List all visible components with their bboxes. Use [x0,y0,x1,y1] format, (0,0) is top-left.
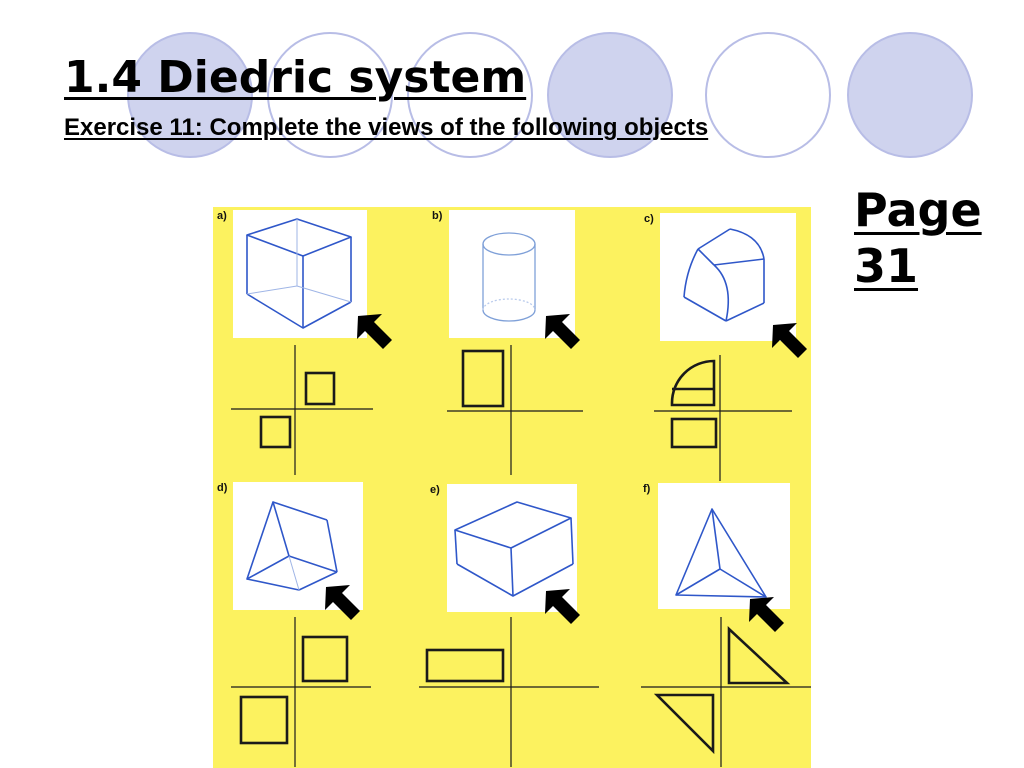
decorative-circles [127,32,973,158]
exercise-a-views [231,345,373,475]
page-reference-number: 31 [854,239,919,293]
decor-circle [847,32,973,158]
exercise-e-views [419,617,599,767]
page-reference-word: Page [854,183,982,237]
triangular-prism-sketch [246,501,338,591]
decor-circle [547,32,673,158]
exercise-b-views [447,345,583,475]
decor-circle [705,32,831,158]
cylinder-sketch [482,232,536,322]
exercise-e-label: e) [430,484,440,496]
exercise-d-views [231,617,371,767]
exercise-a-isometric-card [233,210,367,338]
arrow-a-icon [357,314,392,349]
exercise-f-label: f) [643,483,651,495]
slide-title: 1.4 Diedric system [64,52,527,103]
exercise-d-label: d) [217,482,228,494]
exercise-c-views [654,355,792,481]
tetrahedron-sketch [675,508,767,598]
arrow-c-icon [772,323,807,358]
arrow-d-icon [325,585,360,620]
page-reference: Page 31 [854,182,1004,294]
arrow-b-icon [545,314,580,349]
rectangular-prism-sketch [454,501,574,597]
decor-circle [127,32,253,158]
quarter-cylinder-sketch [683,228,765,322]
exercise-instruction: Exercise 11: Complete the views of the f… [64,114,709,141]
decor-circle [407,32,533,158]
exercise-sheet: a) b) [213,207,811,768]
arrow-f-icon [749,597,784,632]
exercise-c-label: c) [644,213,654,225]
exercise-b-label: b) [432,210,443,222]
exercise-f-views [641,617,811,767]
decor-circle [267,32,393,158]
exercise-c-isometric-card [660,213,796,341]
exercise-a-label: a) [217,210,227,222]
arrow-e-icon [545,589,580,624]
exercise-e-isometric-card [447,484,577,612]
cube-sketch [246,218,352,329]
exercise-f-isometric-card [658,483,790,609]
